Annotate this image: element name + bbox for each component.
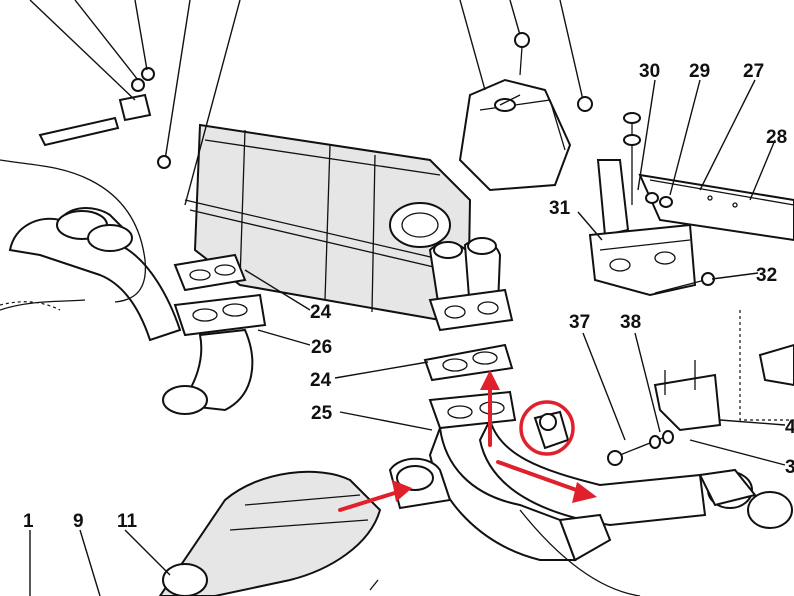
gasket-right	[423, 343, 514, 382]
catalytic-converter	[158, 470, 382, 596]
arrow-to-clamp-head	[392, 480, 412, 502]
callout-9: 9	[73, 511, 84, 532]
callout-31: 31	[549, 198, 571, 219]
bolt-stack-30	[623, 112, 641, 205]
sensor-highlight-circle	[519, 400, 575, 456]
bracket-31	[588, 159, 697, 297]
callout-1: 1	[23, 511, 34, 532]
bracket-top-left	[38, 67, 155, 147]
callout-29: 29	[689, 61, 710, 82]
gasket-left	[173, 253, 247, 292]
callout-38: 38	[620, 312, 641, 333]
sensor-cable	[0, 159, 147, 311]
callout-11: 11	[117, 511, 138, 532]
outlet-flange	[428, 288, 514, 332]
callout-28: 28	[766, 127, 787, 148]
arrow-along-pipe-head	[572, 482, 597, 503]
heat-shield	[458, 78, 572, 192]
callout-27: 27	[743, 61, 764, 82]
front-pipe-25	[428, 390, 793, 596]
callout-26: 26	[311, 337, 332, 358]
callout-30: 30	[639, 61, 660, 82]
leader-lines	[29, 0, 786, 596]
callout-25: 25	[311, 403, 333, 424]
oxygen-sensor	[533, 410, 570, 450]
callout-3: 3	[785, 457, 794, 478]
bolt-37-38	[607, 430, 674, 466]
callout-32: 32	[756, 265, 777, 286]
callout-24-top: 24	[310, 302, 332, 323]
callout-labels: 30 29 27 28 31 32 37 38 24 26 24 25 1 9 …	[23, 61, 794, 532]
chassis-rail	[638, 173, 794, 242]
arrow-along-pipe	[496, 460, 584, 494]
left-exhaust-pipe	[0, 207, 254, 415]
muffler	[184, 123, 472, 321]
arrow-up-to-gasket-head	[480, 370, 500, 390]
annotation-arrows	[338, 370, 597, 512]
bolt-stack-29	[645, 192, 673, 208]
pipe-clamp	[388, 457, 452, 510]
flange-left	[173, 293, 267, 337]
callout-4: 4	[785, 417, 794, 438]
arrow-to-clamp	[338, 490, 400, 512]
bracket-4	[653, 310, 794, 432]
callout-37: 37	[569, 312, 590, 333]
top-fasteners	[157, 32, 593, 169]
callout-24-bottom: 24	[310, 370, 332, 391]
